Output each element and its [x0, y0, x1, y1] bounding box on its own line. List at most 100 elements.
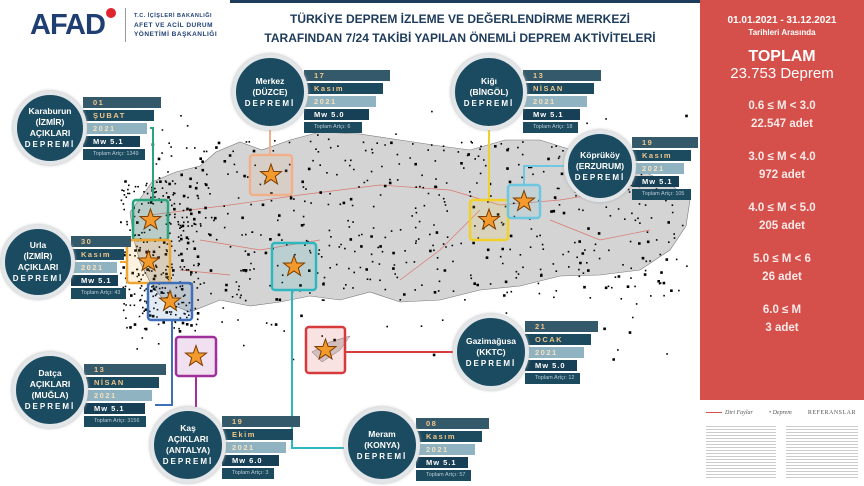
- fault-line-icon: [706, 412, 722, 414]
- org-line: AFET VE ACİL DURUM: [133, 21, 214, 29]
- epicenter-star-icon: [477, 207, 501, 231]
- range-count: 22.547 adet: [750, 118, 813, 130]
- event-location-circle: Merkez(DÜZCE)DEPREMİ: [232, 54, 308, 130]
- location-name: Meram: [368, 428, 396, 439]
- event-aftershocks: Toplam Artçı: 43: [71, 288, 127, 299]
- event-mw: Mw 5.0: [304, 109, 369, 120]
- date-range: 01.01.2021 - 31.12.2021: [727, 15, 837, 26]
- title-line: TARAFINDAN 7/24 TAKİBİ YAPILAN ÖNEMLİ DE…: [264, 31, 656, 45]
- epicenter-markers: [120, 127, 564, 449]
- callout-connector: [155, 320, 173, 406]
- magnitude-range: 0.6 ≤ M < 3.0 22.547 adet: [700, 97, 864, 133]
- event-day: 01: [83, 97, 161, 108]
- deprem-label: DEPREMİ: [162, 457, 214, 466]
- event-month: Kasım: [632, 150, 691, 161]
- turkish-flag-icon: [105, 8, 116, 18]
- logo-divider: [124, 8, 126, 42]
- epicenter-star-icon: [259, 162, 283, 186]
- title-line: TÜRKİYE DEPREM İZLEME VE DEĞERLENDİRME M…: [289, 12, 631, 26]
- event-day: 13: [523, 70, 601, 81]
- event-location-circle: Kiğı(BİNGÖL)DEPREMİ: [451, 54, 527, 130]
- event-aftershocks: Toplam Artçı: 1349: [83, 149, 145, 160]
- legend-quake-label: Deprem: [772, 410, 792, 416]
- org-line: T.C. İÇİŞLERİ BAKANLIĞI: [133, 12, 213, 19]
- range-count: 205 adet: [758, 220, 806, 232]
- reference-text-block: [786, 424, 858, 480]
- event-year: 2021: [523, 96, 587, 107]
- epicenter-star-icon: [158, 288, 182, 312]
- summary-panel: 01.01.2021 - 31.12.2021 Tarihleri Arasın…: [700, 0, 864, 400]
- event-mw: Mw 5.1: [632, 176, 679, 187]
- range-label: 3.0 ≤ M < 4.0: [748, 151, 816, 163]
- location-name: AÇIKLARI: [17, 262, 59, 272]
- event-aftershocks: Toplam Artçı: 57: [416, 470, 472, 481]
- event-aftershocks: Toplam Artçı: 3156: [84, 416, 146, 427]
- deprem-label: DEPREMİ: [24, 402, 76, 411]
- active-faults: [149, 184, 651, 281]
- event-location-circle: Meram(KONYA)DEPREMİ: [344, 407, 420, 483]
- event-aftershocks: Toplam Artçı: 18: [523, 122, 579, 133]
- reference-text-block: [706, 424, 776, 480]
- location-name: Urla: [29, 240, 47, 250]
- location-name: Kiğı: [480, 75, 498, 86]
- range-label: 4.0 ≤ M < 5.0: [748, 202, 816, 214]
- event-month: NİSAN: [523, 83, 594, 94]
- total-label: TOPLAM: [748, 48, 816, 65]
- location-name: AÇIKLARI: [29, 379, 71, 389]
- event-day: 21: [525, 321, 598, 332]
- range-count: 26 adet: [762, 271, 802, 283]
- location-name: Merkez: [255, 75, 285, 86]
- event-day: 19: [222, 416, 300, 427]
- top-accent-bar: [230, 0, 700, 3]
- event-month: Ekim: [222, 429, 293, 440]
- event-year: 2021: [71, 262, 117, 273]
- event-aftershocks: Toplam Artçı: 3: [222, 468, 275, 479]
- event-month: ŞUBAT: [83, 110, 154, 121]
- deprem-label: DEPREMİ: [12, 274, 64, 283]
- date-caption: Tarihleri Arasında: [748, 28, 816, 37]
- event-location-circle: Urla(İZMİR)AÇIKLARI DEPREMİ: [1, 225, 75, 299]
- legend-quake: • Deprem: [769, 410, 792, 416]
- event-mw: Mw 5.1: [83, 136, 140, 147]
- epicenter-star-icon: [512, 188, 536, 212]
- event-mw: Mw 5.0: [525, 360, 577, 371]
- total-value: 23.753 Deprem: [730, 65, 834, 82]
- location-name: AÇIKLARI: [167, 434, 209, 444]
- event-location-circle: Gazimağusa(KKTC)DEPREMİ: [453, 314, 529, 390]
- range-label: 5.0 ≤ M < 6: [753, 253, 811, 265]
- deprem-label: DEPREMİ: [24, 140, 76, 149]
- location-name: (İZMİR): [23, 251, 53, 261]
- location-name: Karaburun: [28, 106, 72, 116]
- deprem-label: DEPREMİ: [244, 98, 296, 108]
- event-location-circle: Köprüköy(ERZURUM)DEPREMİ: [564, 130, 636, 202]
- range-label: 6.0 ≤ M: [762, 304, 802, 316]
- references-heading: REFERANSLAR: [807, 410, 856, 416]
- org-line: YÖNETİMİ BAŞKANLIĞI: [133, 30, 218, 38]
- page-title: TÜRKİYE DEPREM İZLEME VE DEĞERLENDİRME M…: [222, 10, 698, 48]
- event-mw: Mw 5.1: [523, 109, 580, 120]
- location-name: Köprüköy: [580, 149, 620, 160]
- quake-dot-icon: •: [768, 410, 773, 416]
- event-day: 19: [632, 137, 698, 148]
- callout-connector: [291, 290, 344, 449]
- event-mw: Mw 5.1: [416, 457, 468, 468]
- event-aftershocks: Toplam Artçı: 6: [304, 122, 362, 133]
- range-count: 972 adet: [758, 169, 806, 181]
- magnitude-range: 4.0 ≤ M < 5.0 205 adet: [700, 199, 864, 235]
- event-year: 2021: [304, 96, 376, 107]
- callout-connector: [523, 165, 564, 185]
- legend-faults: Diri Faylar: [706, 410, 753, 416]
- event-year: 2021: [83, 123, 147, 134]
- range-label: 0.6 ≤ M < 3.0: [748, 100, 816, 112]
- epicenter-star-icon: [282, 253, 306, 277]
- logo-wordmark: AFAD: [30, 8, 106, 41]
- deprem-label: DEPREMİ: [465, 358, 517, 368]
- deprem-label: DEPREMİ: [574, 172, 626, 182]
- event-mw: Mw 6.0: [222, 455, 279, 466]
- event-year: 2021: [416, 444, 475, 455]
